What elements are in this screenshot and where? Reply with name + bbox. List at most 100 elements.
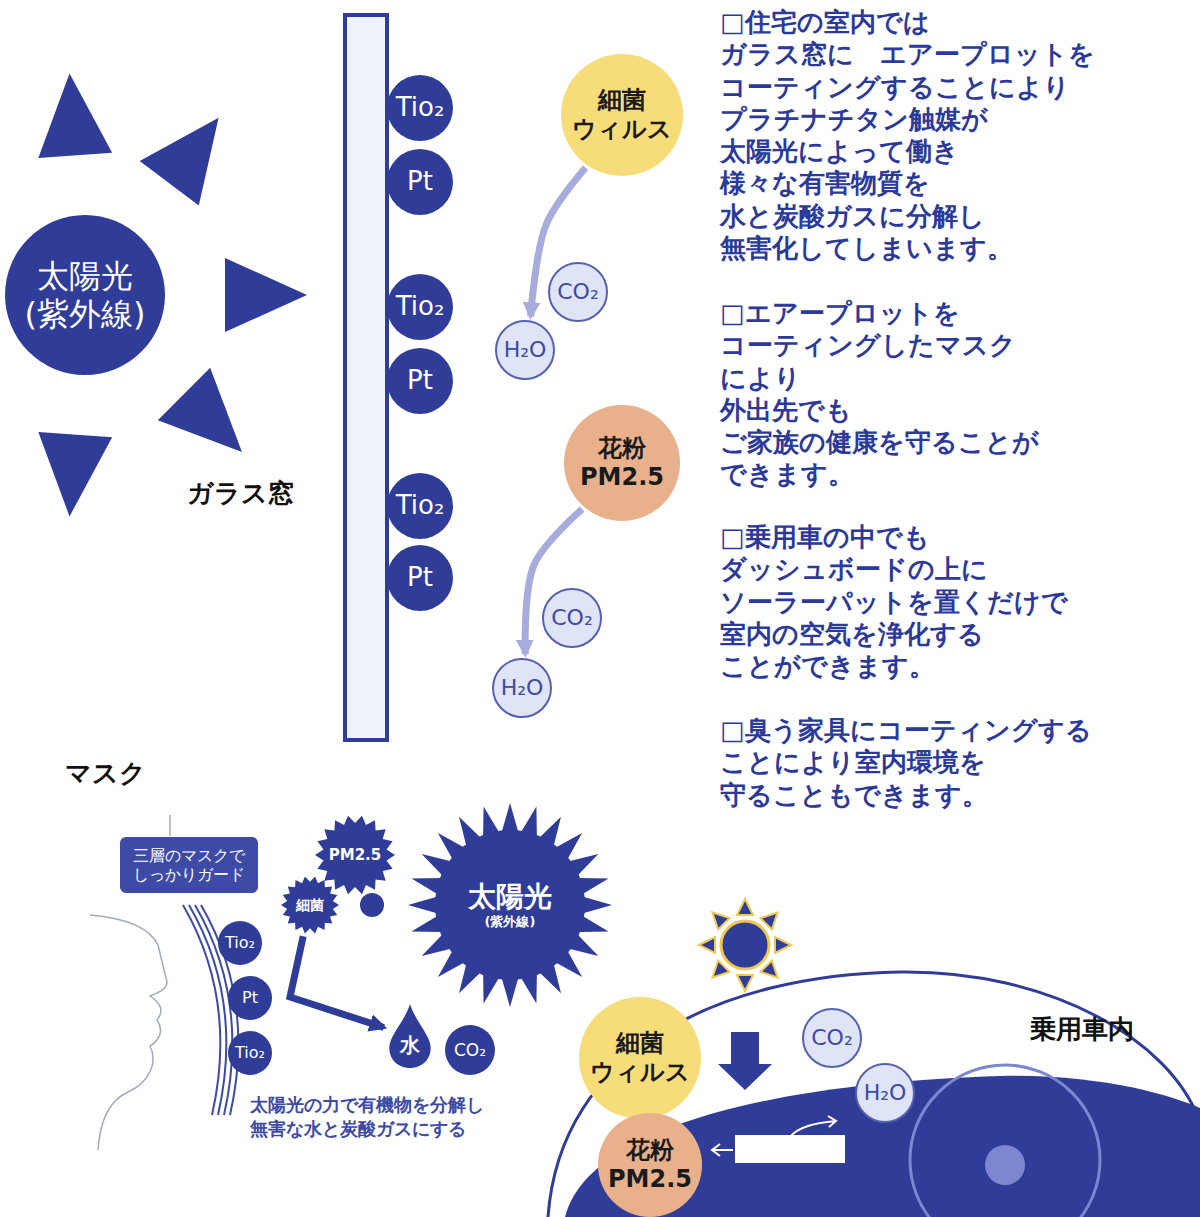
particle-burst: PM2.5	[315, 815, 395, 895]
molecule-circle: H₂O	[855, 1063, 915, 1123]
node-text: H₂O	[501, 675, 544, 701]
sun-ray	[38, 74, 112, 158]
node-text: 花粉 PM2.5	[608, 1136, 692, 1194]
text-line: 無害な水と炭酸ガスにする	[250, 1117, 484, 1141]
molecule-circle: Pt	[228, 976, 272, 1020]
water-drop: 水	[387, 1004, 433, 1068]
sun-ray	[521, 974, 536, 1003]
glass-window	[345, 15, 387, 740]
text-line: プラチナチタン触媒が	[720, 103, 1095, 135]
text-group: Tio₂	[396, 490, 445, 521]
text-line: しっかりガード	[133, 865, 245, 884]
text-line: により	[720, 362, 1039, 394]
sun-ray	[408, 897, 436, 913]
text-line: ソーラーパットを置くだけで	[720, 586, 1068, 618]
text-line: (紫外線)	[25, 295, 146, 333]
node-text: CO₂	[551, 605, 593, 631]
description-text: □臭う家具にコーティングする ことにより室内環境を 守ることもできます。	[720, 714, 1092, 811]
text-group: 三層のマスクで しっかりガード	[133, 846, 245, 884]
caption-text: 太陽光の力で有機物を分解し 無害な水と炭酸ガスにする	[250, 1093, 484, 1141]
steering-wheel	[910, 1065, 1100, 1217]
text-group: Tio₂	[225, 933, 255, 952]
node-text: 三層のマスクで しっかりガード	[133, 846, 245, 884]
text-line: 太陽光	[25, 257, 146, 295]
node-text: CO₂	[454, 1040, 486, 1060]
sun-ray	[140, 118, 219, 206]
text-line: ことにより室内環境を	[720, 746, 1092, 778]
text-line: ガラス窓に エアープロットを	[720, 38, 1095, 70]
molecule-circle: Tio₂	[218, 921, 262, 965]
text-line: 花粉	[608, 1136, 692, 1165]
molecule-circle: CO₂	[548, 262, 608, 322]
text-group: 細菌 ウィルス	[572, 86, 672, 144]
text-line: □住宅の室内では	[720, 6, 1095, 38]
node-text: Tio₂	[235, 1043, 265, 1062]
sun-ray	[584, 897, 612, 913]
molecule-circle: Tio₂	[387, 75, 453, 141]
label-box: 三層のマスクで しっかりガード	[120, 837, 258, 893]
text-line: 太陽光によって働き	[720, 135, 1095, 167]
text-line: 細菌	[296, 897, 324, 914]
molecule-circle: Pt	[387, 348, 453, 414]
node-text: 細菌 ウィルス	[572, 86, 672, 144]
molecule-circle: H₂O	[492, 658, 552, 718]
text-group: 細菌	[296, 897, 324, 914]
text-group: CO₂	[557, 279, 599, 305]
text-line: 三層のマスクで	[133, 846, 245, 865]
text-line: Tio₂	[225, 933, 255, 952]
molecule-circle: H₂O	[495, 320, 555, 380]
sun-ray	[737, 899, 753, 915]
text-line: (紫外線)	[468, 914, 552, 930]
text-line: Tio₂	[396, 490, 445, 521]
node-text: H₂O	[504, 337, 547, 363]
text-group: 水	[400, 1033, 420, 1057]
text-group: H₂O	[504, 337, 547, 363]
flow-arrow	[712, 1144, 733, 1156]
text-line: Pt	[407, 562, 433, 593]
text-group: Pt	[242, 988, 258, 1007]
text-group: 花粉 PM2.5	[608, 1136, 692, 1194]
text-group: CO₂	[551, 605, 593, 631]
text-line: Tio₂	[396, 92, 445, 123]
solar-pad	[735, 1135, 845, 1163]
text-group: 太陽光(紫外線)	[468, 880, 552, 929]
text-line: ウィルス	[572, 115, 672, 144]
text-group: H₂O	[864, 1080, 907, 1106]
node-text: 花粉 PM2.5	[580, 434, 664, 492]
sun	[721, 921, 769, 969]
molecule-circle: Tio₂	[387, 473, 453, 539]
text-line: Pt	[407, 365, 433, 396]
particle-burst: 細菌	[281, 876, 339, 934]
car-roof	[548, 972, 1199, 1217]
text-line: 細菌	[572, 86, 672, 115]
text-line: コーティングしたマスク	[720, 329, 1039, 361]
molecule-circle: 花粉 PM2.5	[598, 1113, 702, 1217]
face-outline	[90, 915, 167, 1150]
text-line: □エアープロットを	[720, 297, 1039, 329]
node-text: Tio₂	[225, 933, 255, 952]
sun-ray	[225, 258, 307, 332]
text-line: 水と炭酸ガスに分解し	[720, 200, 1095, 232]
text-line: ことができます。	[720, 650, 1068, 682]
molecule-circle: 太陽光(紫外線)	[435, 830, 585, 980]
sun-ray	[579, 916, 608, 931]
description-text: □乗用車の中でも ダッシュボードの上に ソーラーパットを置くだけで 室内の空気を…	[720, 521, 1068, 682]
node-text: 太陽光	[468, 880, 552, 914]
molecule-circle: 細菌 ウィルス	[579, 997, 701, 1119]
text-group: CO₂	[454, 1040, 486, 1060]
molecule-circle: CO₂	[445, 1025, 495, 1075]
text-line: 室内の空気を浄化する	[720, 618, 1068, 650]
text-group: 花粉 PM2.5	[580, 434, 664, 492]
node-text: Tio₂	[396, 92, 445, 123]
text-line: ご家族の健康を守ることが	[720, 426, 1039, 458]
mask-layer	[183, 905, 220, 1115]
text-group: Tio₂	[235, 1043, 265, 1062]
text-line: できます。	[720, 458, 1039, 490]
part-name: ガラス窓	[187, 477, 294, 509]
text-group: 太陽光 (紫外線)	[25, 257, 146, 334]
text-line: H₂O	[501, 675, 544, 701]
molecule-circle: CO₂	[802, 1008, 862, 1068]
text-line: H₂O	[504, 337, 547, 363]
sun-ray	[502, 979, 518, 1007]
text-line: 太陽光	[468, 880, 552, 914]
